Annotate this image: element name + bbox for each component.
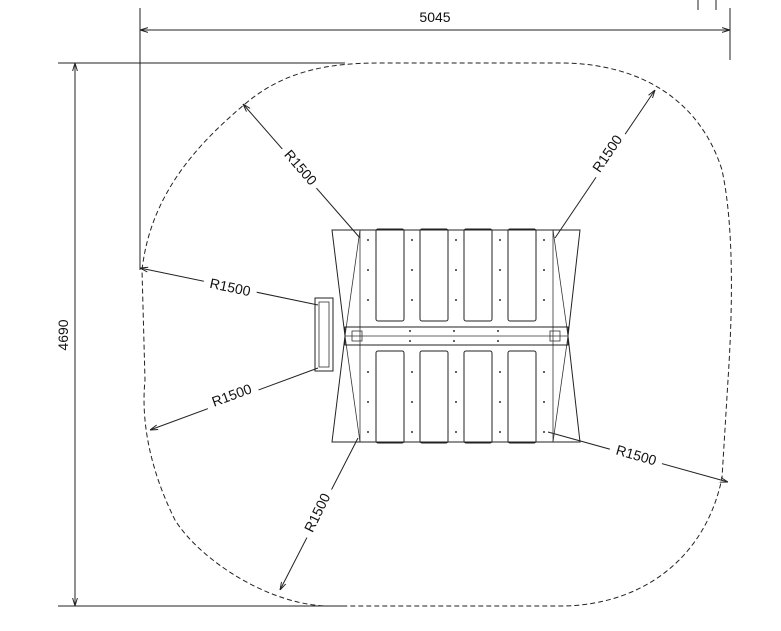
radius-label-left-lower: R1500	[210, 380, 254, 409]
frame-edge	[344, 335, 361, 443]
upper-panels	[375, 228, 537, 322]
width-dimension: 5045	[139, 0, 731, 270]
radius-labels: R1500 R1500 R1500 R1500 R1500 R1500	[201, 126, 665, 541]
lower-panels	[375, 350, 537, 444]
panel	[419, 350, 449, 444]
radius-label-right-lower: R1500	[614, 442, 658, 469]
radius-label-top-left: R1500	[281, 147, 320, 189]
side-step	[314, 297, 334, 372]
step-inner	[318, 301, 330, 368]
safety-zone-outline	[141, 62, 732, 607]
panel	[419, 228, 449, 322]
panel	[375, 350, 405, 444]
panel	[463, 228, 493, 322]
beam-end-plate	[351, 330, 363, 342]
panel	[507, 228, 537, 322]
frame-edge	[552, 335, 569, 443]
radius-label-bottom: R1500	[301, 490, 334, 534]
step-outer	[314, 297, 334, 372]
panel	[507, 350, 537, 444]
panel	[463, 350, 493, 444]
width-label: 5045	[419, 9, 450, 25]
bolt-dots	[367, 239, 545, 433]
beam-end-plate	[549, 330, 561, 342]
panel	[375, 228, 405, 322]
frame-edge	[552, 229, 569, 337]
height-dimension: 4690	[55, 62, 345, 607]
height-label: 4690	[55, 319, 71, 350]
equipment	[314, 228, 581, 444]
frame-edge	[344, 229, 361, 337]
radius-leaders	[140, 90, 728, 590]
